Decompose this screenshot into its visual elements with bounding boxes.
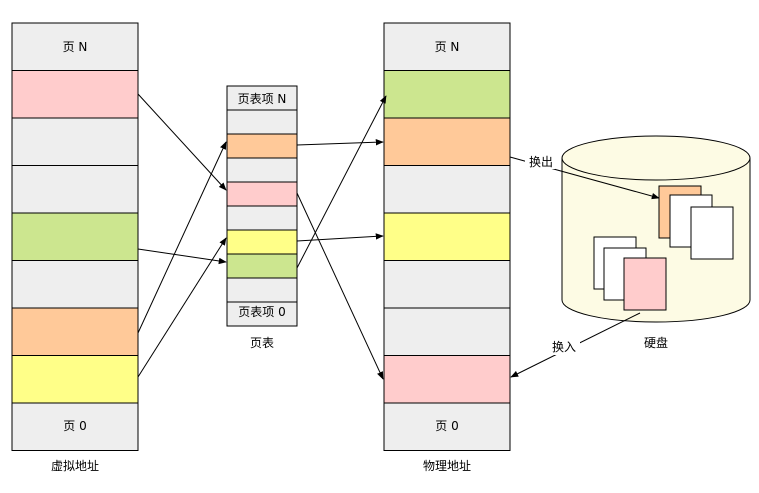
page-table-entry-block xyxy=(226,205,298,231)
physical-memory-block xyxy=(383,402,511,451)
mapping-arrow-pt-orange-to-pm xyxy=(296,139,384,146)
page-table-entry-block xyxy=(226,157,298,183)
virtual-memory-block xyxy=(11,355,139,404)
swap-out-label: 换出 xyxy=(529,155,553,169)
page-table-entry-block xyxy=(226,181,298,207)
virtual-memory-block xyxy=(11,402,139,451)
virtual-memory-block xyxy=(11,165,139,214)
page-table-bottom-label: 页表项 0 xyxy=(238,305,285,319)
physical-memory-block xyxy=(383,260,511,309)
virtual-memory-block xyxy=(11,260,139,309)
physical-memory-top-label: 页 N xyxy=(435,40,460,54)
mapping-arrow-vm-pink-to-pt xyxy=(137,93,227,191)
swap-in-label: 换入 xyxy=(552,340,576,354)
page-table-column xyxy=(226,85,298,327)
swap-out-label-bg xyxy=(525,153,555,169)
mapping-arrow-vm-green-to-pt xyxy=(137,248,227,265)
page-table-top-label: 页表项 N xyxy=(238,92,287,106)
swap-in-label-bg xyxy=(550,339,580,355)
page-table-entry-block xyxy=(226,277,298,303)
disk-title: 硬盘 xyxy=(644,335,668,350)
page-table-entry-block xyxy=(226,133,298,159)
physical-memory-block xyxy=(383,307,511,356)
physical-memory-block xyxy=(383,165,511,214)
virtual-memory-top-label: 页 N xyxy=(63,40,88,54)
virtual-memory-block xyxy=(11,307,139,356)
mapping-arrow-pt-green-to-pm xyxy=(296,95,387,269)
mapping-arrow-vm-yellow-to-pt xyxy=(137,237,227,378)
disk-page-swapped-in xyxy=(623,257,667,311)
physical-memory-block xyxy=(383,117,511,166)
page-table-entry-block xyxy=(226,301,298,327)
virtual-memory-block xyxy=(11,117,139,166)
physical-memory-bottom-label: 页 0 xyxy=(435,419,458,433)
physical-memory-block xyxy=(383,212,511,261)
disk-page-blank xyxy=(690,206,734,260)
mapping-arrow-pt-yellow-to-pm xyxy=(296,233,384,242)
virtual-memory-bottom-label: 页 0 xyxy=(63,419,86,433)
mapping-arrow-vm-orange-to-pt xyxy=(137,141,227,334)
physical-memory-block xyxy=(383,355,511,404)
disk-cylinder-top xyxy=(561,135,751,181)
virtual-memory-column xyxy=(11,22,139,451)
page-table-title: 页表 xyxy=(250,336,274,350)
physical-memory-title: 物理地址 xyxy=(423,459,471,473)
virtual-memory-title: 虚拟地址 xyxy=(51,459,99,473)
virtual-memory-block xyxy=(11,212,139,261)
virtual-memory-block xyxy=(11,22,139,71)
page-table-entry-block xyxy=(226,109,298,135)
physical-memory-column xyxy=(383,22,511,451)
physical-memory-block xyxy=(383,70,511,119)
virtual-memory-block xyxy=(11,70,139,119)
mapping-arrow-pt-pink-to-pm xyxy=(296,192,384,380)
page-table-entry-block xyxy=(226,229,298,255)
page-table-entry-block xyxy=(226,253,298,279)
